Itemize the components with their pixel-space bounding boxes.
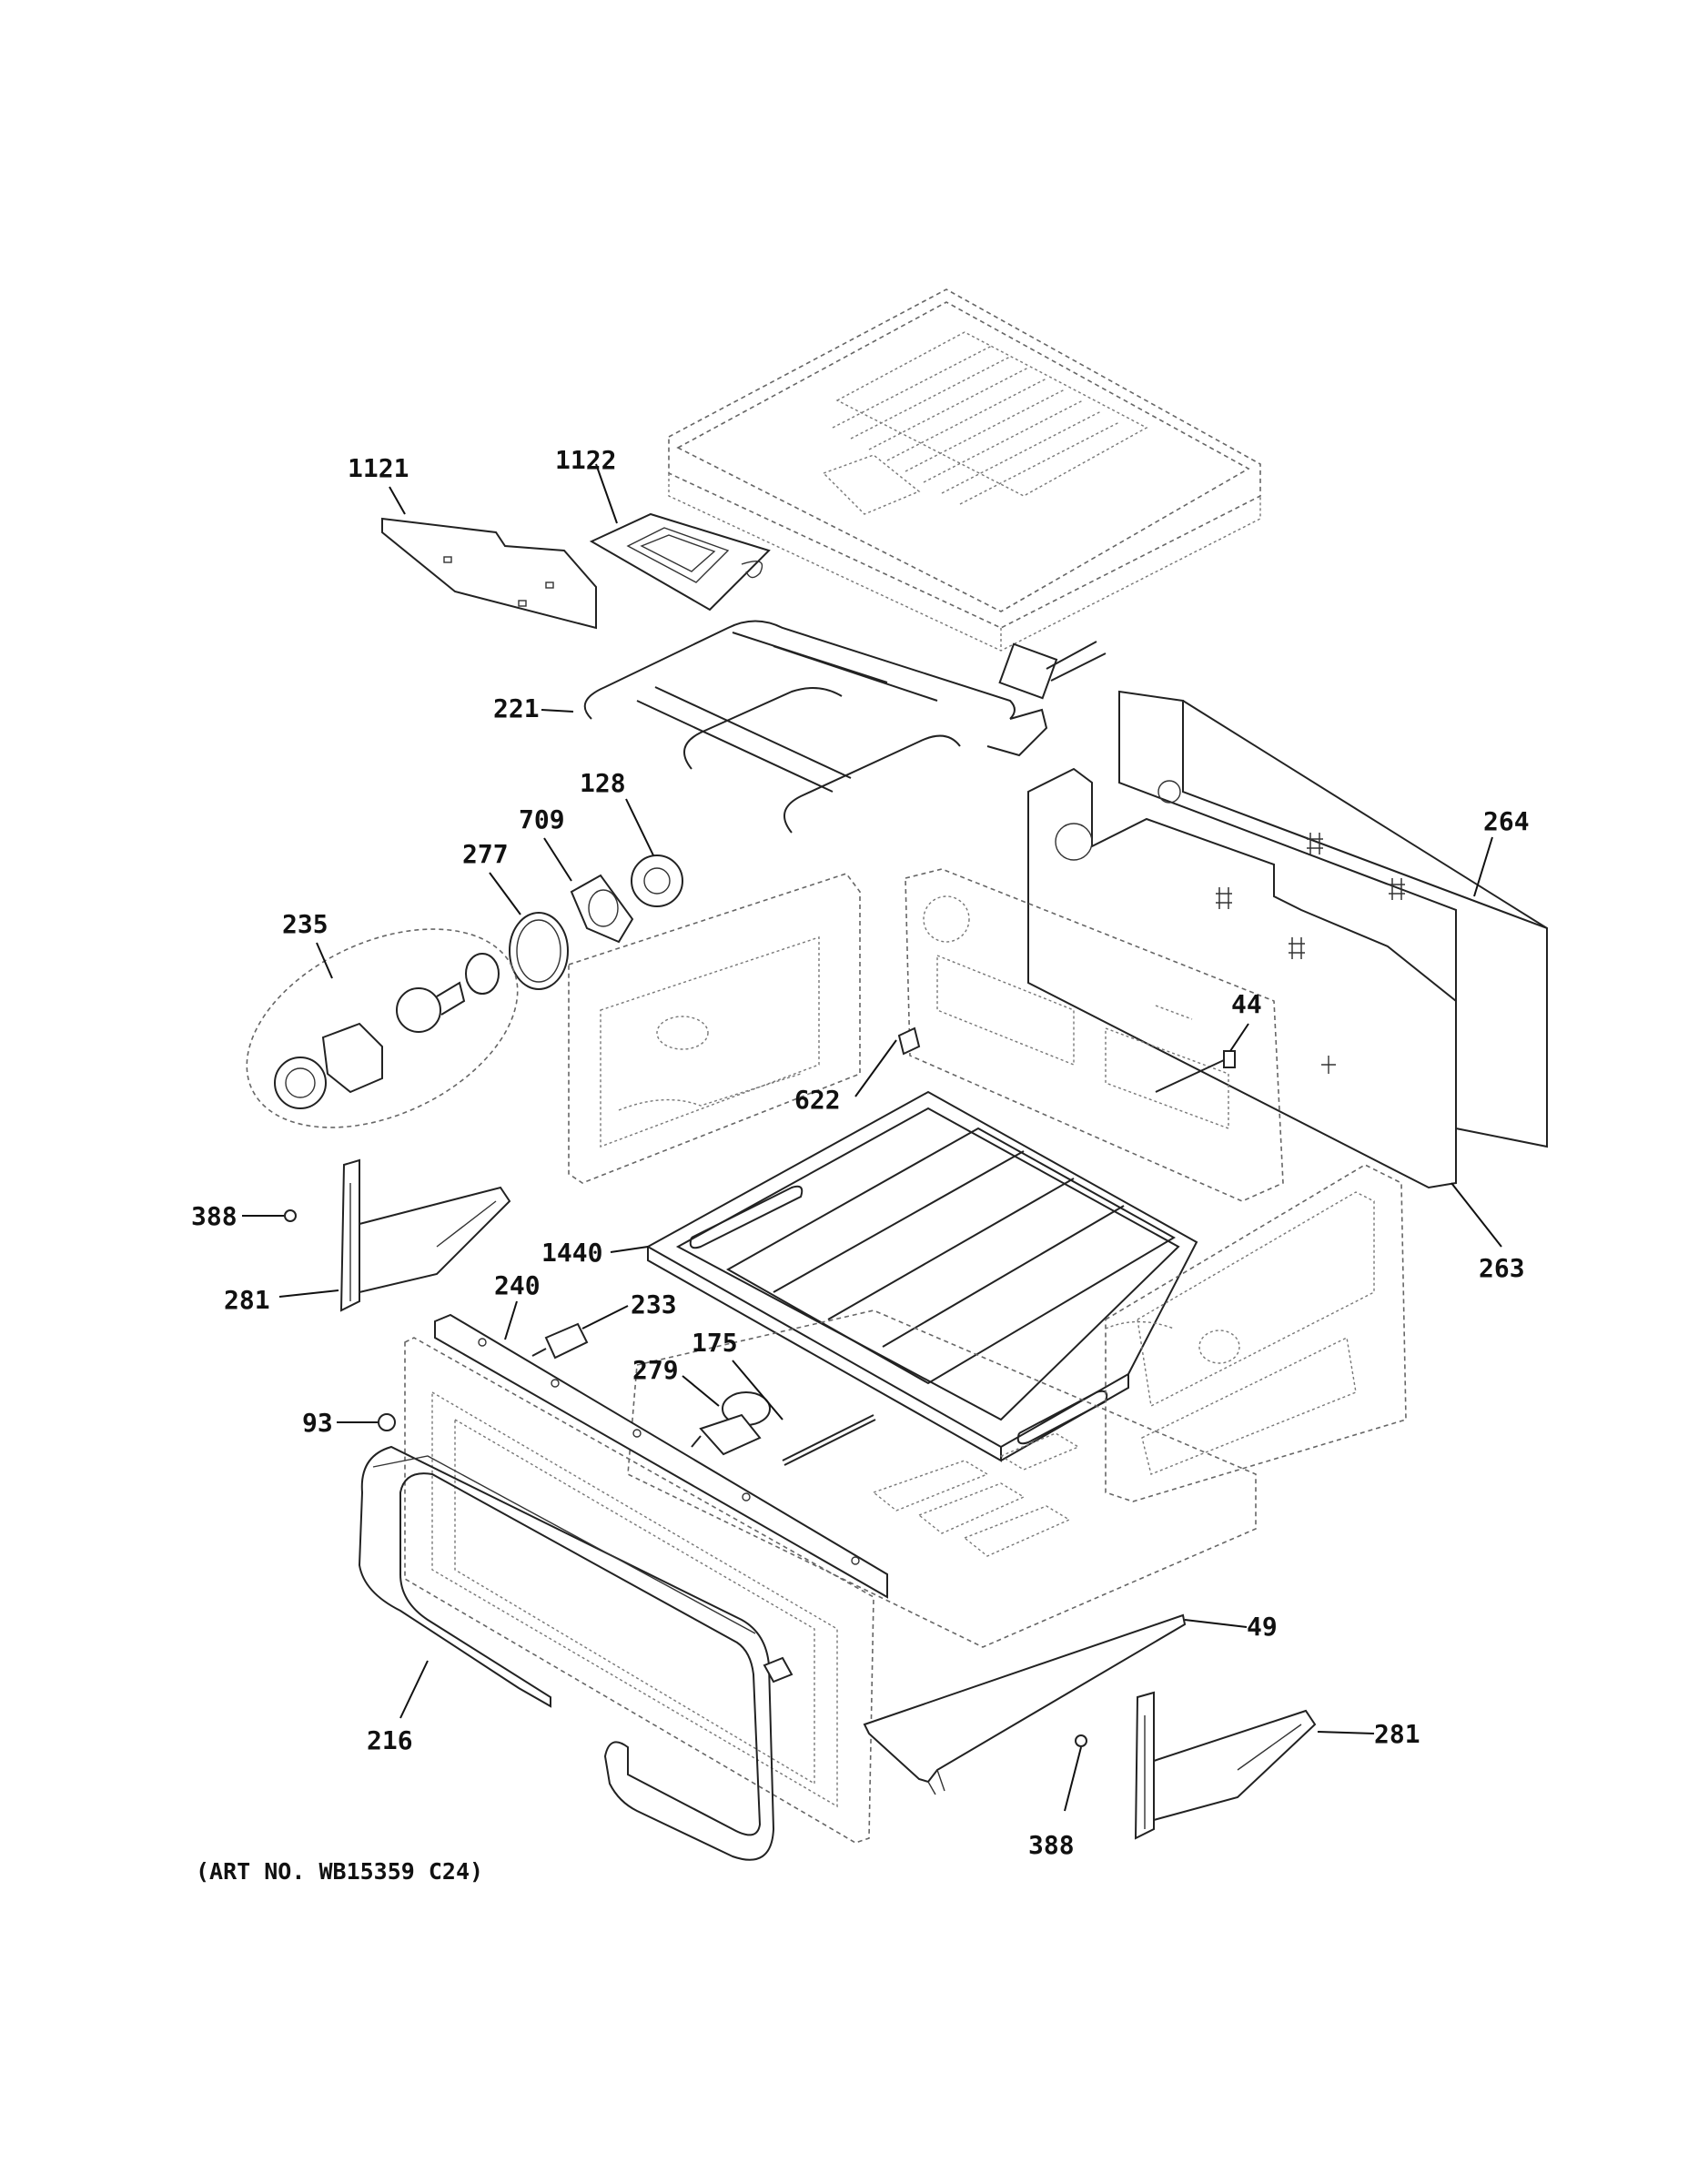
- part-1440-oven-bottom: [645, 1090, 1198, 1462]
- callout-44: 44: [1231, 989, 1262, 1019]
- front-frame: [404, 1337, 874, 1844]
- art-number-caption: (ART NO. WB15359 C24): [196, 1858, 483, 1885]
- part-264-insulation: [1118, 690, 1548, 1148]
- callout-175: 175: [692, 1328, 738, 1358]
- part-1121-shield: [381, 517, 597, 630]
- part-240-trim: [434, 1313, 888, 1599]
- callout-221: 221: [493, 693, 540, 723]
- callout-281: 281: [1374, 1719, 1420, 1749]
- callout-1122: 1122: [555, 445, 616, 475]
- part-709-socket-bracket: [570, 874, 634, 944]
- callout-263: 263: [1479, 1253, 1525, 1283]
- part-216-gasket: [358, 1445, 775, 1861]
- callout-264: 264: [1483, 806, 1530, 836]
- leader-lines: [242, 463, 1502, 1812]
- part-622-bracket: [897, 1026, 921, 1056]
- callout-622: 622: [794, 1085, 841, 1115]
- part-233-switch: [531, 1322, 589, 1360]
- cavity-floor: [627, 1309, 1257, 1648]
- callout-233: 233: [631, 1289, 677, 1320]
- callout-1121: 1121: [348, 453, 409, 483]
- part-277-gasket: [509, 912, 569, 990]
- part-235-light-assembly: [246, 928, 519, 1128]
- part-44-sensor: [1155, 1050, 1236, 1093]
- part-263-insulation: [1027, 767, 1457, 1189]
- callout-labels: 1121 1122 221 128 709 277 235 264 44 622…: [191, 445, 1530, 1885]
- callout-235: 235: [282, 909, 329, 939]
- callout-93: 93: [302, 1408, 333, 1438]
- callout-49: 49: [1247, 1612, 1278, 1642]
- part-93-nut: [378, 1413, 396, 1431]
- callout-388: 388: [191, 1201, 238, 1231]
- part-221-bake-element: [583, 620, 1107, 834]
- part-1122-cover: [589, 512, 771, 612]
- part-388-screw-left: [284, 1209, 297, 1222]
- part-279-thermostat: [691, 1391, 771, 1456]
- rear-wall-panel: [905, 868, 1284, 1202]
- callout-216: 216: [367, 1725, 413, 1755]
- part-388-screw-right: [1075, 1734, 1087, 1747]
- part-281-hinge-right: [1134, 1691, 1317, 1840]
- callout-277: 277: [462, 839, 509, 869]
- part-49-rail: [763, 1613, 1187, 1795]
- callout-388: 388: [1028, 1830, 1075, 1860]
- callout-1440: 1440: [541, 1238, 602, 1268]
- part-175-sensor-rod: [782, 1414, 876, 1466]
- oven-top-panel: [668, 288, 1261, 652]
- callout-240: 240: [494, 1270, 541, 1300]
- right-side-panel: [1105, 1164, 1407, 1502]
- part-128-grommet: [631, 854, 683, 907]
- callout-709: 709: [519, 804, 565, 834]
- callout-128: 128: [580, 768, 626, 798]
- callout-281: 281: [224, 1285, 270, 1315]
- part-281-hinge-left: [339, 1158, 511, 1312]
- left-side-panel: [568, 873, 861, 1184]
- callout-279: 279: [632, 1355, 679, 1385]
